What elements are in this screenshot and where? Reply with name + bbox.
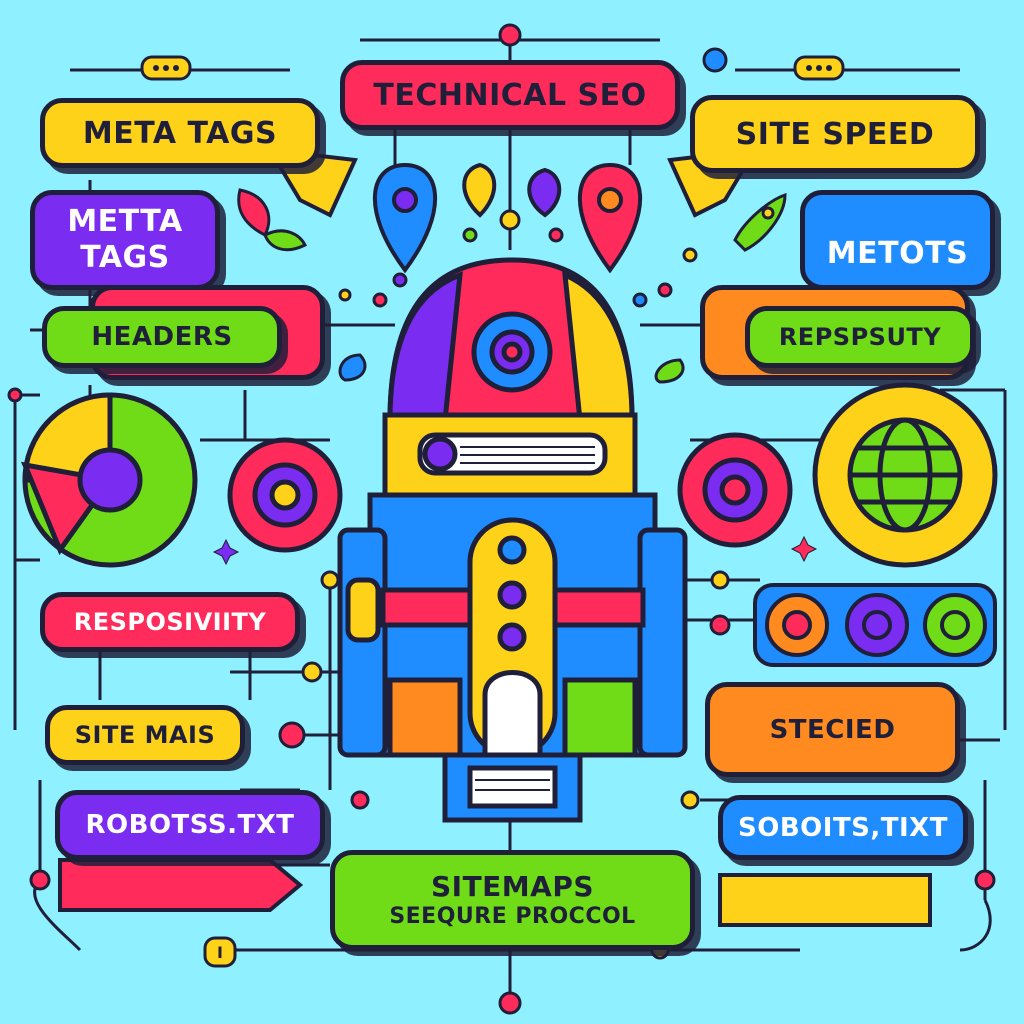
meta-tags-label: META TAGS	[40, 98, 320, 168]
repspsuty-label: REPSPSUTY	[745, 306, 975, 368]
building-icon	[337, 257, 688, 823]
soboits-label: SOBOITS,TIXT	[718, 795, 968, 860]
stecied-label: STECIED	[705, 682, 960, 777]
sitemaps-label: SITEMAPS SEEQURE PROCCOL	[330, 850, 695, 950]
secure-protocol-subtitle: SEEQURE PROCCOL	[389, 903, 636, 929]
bottom-counter: I	[217, 942, 223, 962]
globe-gear-icon	[812, 382, 998, 568]
site-maps-label: SITE MAIS	[45, 705, 245, 765]
meta-tags-second-label: METTA TAGS	[30, 190, 220, 290]
page-title: TECHNICAL SEO	[340, 60, 680, 130]
gear-icon-left	[20, 392, 198, 568]
robots-label: ROBOTSS.TXT	[55, 790, 325, 860]
sitemaps-title: SITEMAPS	[430, 870, 595, 903]
responsivity-label: RESPOSIVIITY	[40, 592, 300, 652]
headers-label: HEADERS	[42, 306, 282, 368]
site-speed-label: SITE SPEED	[690, 95, 980, 173]
metots-label: METOTS	[800, 190, 995, 290]
